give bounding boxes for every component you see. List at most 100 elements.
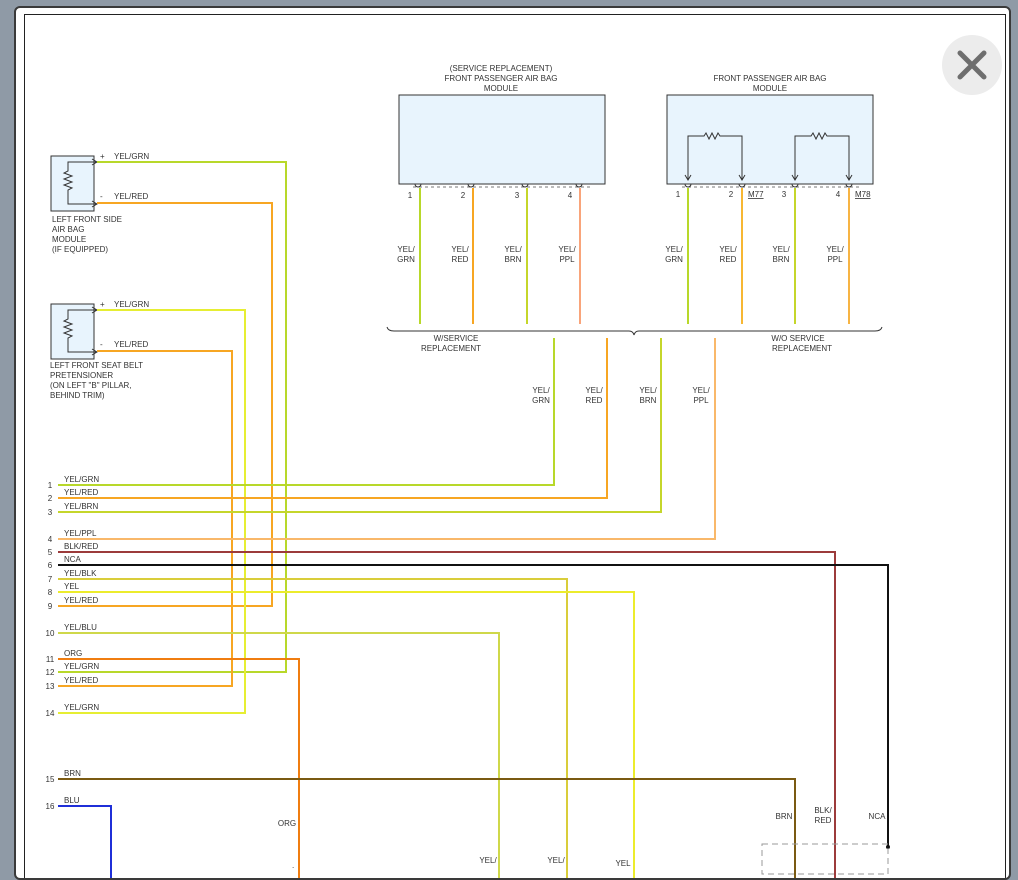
harness-pin-7: 7 [48,575,53,584]
side-module-title-1: LEFT FRONT SIDE [52,215,122,224]
service-wire-label-4a: YEL/ [558,245,576,254]
diagram-window: (SERVICE REPLACEMENT) FRONT PASSENGER AI… [14,6,1011,880]
junction-wire-label-4a: YEL/ [692,386,710,395]
service-pin-2: 2 [461,191,466,200]
wire-pin7-yel-blk [58,578,568,878]
service-wire-label-2a: YEL/ [451,245,469,254]
standard-pin-4: 4 [836,190,841,199]
squib-1-arrow-icon [684,174,746,181]
harness-label-2: YEL/RED [64,488,98,497]
pretensioner-title-2: PRETENSIONER [50,371,113,380]
harness-pin-8: 8 [48,588,53,597]
option-brace [386,326,883,336]
squib-1-resistor-icon [687,131,743,180]
bottom-label-blk-red-2: RED [815,816,832,825]
harness-label-1: YEL/GRN [64,475,99,484]
side-pin-minus: - [100,192,103,201]
wire-routing [58,161,889,878]
harness-labels: 1 YEL/GRN 2 YEL/RED 3 YEL/BRN 4 YEL/PPL … [46,475,100,811]
harness-label-8: YEL [64,582,80,591]
standard-module-pin-cups [684,183,853,188]
connector-m77: M77 [748,190,764,199]
bottom-label-org: ORG [278,819,296,828]
standard-module-title-1: FRONT PASSENGER AIR BAG [713,74,826,83]
harness-pin-1: 1 [48,481,53,490]
front-passenger-air-bag-module: FRONT PASSENGER AIR BAG MODULE 1 2 3 4 M… [665,74,874,324]
standard-wire-label-1b: GRN [665,255,683,264]
pretensioner-title-1: LEFT FRONT SEAT BELT [50,361,143,370]
with-service-label-1: W/SERVICE [434,334,479,343]
service-wire-label-1b: GRN [397,255,415,264]
bottom-label-blk-red-1: BLK/ [814,806,832,815]
wiring-diagram: (SERVICE REPLACEMENT) FRONT PASSENGER AI… [46,64,890,878]
harness-label-13: YEL/RED [64,676,98,685]
option-junction: W/SERVICE REPLACEMENT W/O SERVICE REPLAC… [386,326,883,405]
wire-side-yel-red [58,202,273,607]
harness-label-12: YEL/GRN [64,662,99,671]
wire-pin4-yel-ppl [58,338,716,540]
standard-pin-3: 3 [782,190,787,199]
standard-pin-2: 2 [729,190,734,199]
service-wire-label-3b: BRN [505,255,522,264]
junction-wire-label-2a: YEL/ [585,386,603,395]
standard-pin-1: 1 [676,190,681,199]
harness-label-10: YEL/BLU [64,623,97,632]
harness-pin-13: 13 [46,682,55,691]
bottom-label-yel-2: YEL/ [547,856,565,865]
service-module-box [398,94,606,185]
service-module-title-3: MODULE [484,84,518,93]
squib-2-arrow-icon [791,174,853,181]
service-pin-4: 4 [568,191,573,200]
service-module-pin-cups [414,183,583,188]
close-button[interactable] [942,35,1002,95]
harness-pin-3: 3 [48,508,53,517]
standard-module-box [666,94,874,185]
service-wire-label-4b: PPL [559,255,575,264]
harness-pin-10: 10 [46,629,55,638]
harness-label-7: YEL/BLK [64,569,97,578]
connector-m78: M78 [855,190,871,199]
junction-wire-label-2b: RED [586,396,603,405]
bottom-label-nca: NCA [869,812,887,821]
harness-pin-2: 2 [48,494,53,503]
close-icon [957,50,987,80]
wire-pin10-yel-blu [58,632,500,878]
harness-pin-12: 12 [46,668,55,677]
side-module-resistor-icon [62,161,97,205]
harness-pin-14: 14 [46,709,55,718]
junction-wire-label-1a: YEL/ [532,386,550,395]
harness-label-9: YEL/RED [64,596,98,605]
service-module-title-1: (SERVICE REPLACEMENT) [450,64,553,73]
junction-wire-label-3b: BRN [640,396,657,405]
junction-wire-label-1b: GRN [532,396,550,405]
left-front-seat-belt-pretensioner: + - YEL/GRN YEL/RED LEFT FRONT SEAT BELT… [50,300,149,400]
left-front-side-air-bag-module: + - YEL/GRN YEL/RED LEFT FRONT SIDE AIR … [50,152,149,254]
wire-pin8-yel [58,591,635,878]
standard-wire-label-4a: YEL/ [826,245,844,254]
service-module-title-2: FRONT PASSENGER AIR BAG [444,74,557,83]
junction-wire-label-3a: YEL/ [639,386,657,395]
service-wire-label-1a: YEL/ [397,245,415,254]
side-pin-plus: + [100,152,105,161]
side-wire-label-yel-grn: YEL/GRN [114,152,149,161]
harness-label-16: BLU [64,796,80,805]
service-wire-label-2b: RED [452,255,469,264]
squib-2-resistor-icon [794,131,850,180]
standard-module-title-2: MODULE [753,84,787,93]
standard-wire-label-2a: YEL/ [719,245,737,254]
standard-wire-label-3b: BRN [773,255,790,264]
service-wire-label-3a: YEL/ [504,245,522,254]
bottom-label-brn: BRN [776,812,793,821]
nca-junction-dot [886,845,890,849]
harness-pin-11: 11 [46,655,55,664]
harness-pin-5: 5 [48,548,53,557]
pretensioner-resistor-icon [62,309,97,353]
harness-pin-4: 4 [48,535,53,544]
harness-pin-9: 9 [48,602,53,611]
harness-label-14: YEL/GRN [64,703,99,712]
service-replacement-module: (SERVICE REPLACEMENT) FRONT PASSENGER AI… [397,64,606,324]
standard-wire-label-1a: YEL/ [665,245,683,254]
wire-side-yel-grn [58,161,287,673]
pretensioner-box [50,303,95,360]
harness-label-15: BRN [64,769,81,778]
